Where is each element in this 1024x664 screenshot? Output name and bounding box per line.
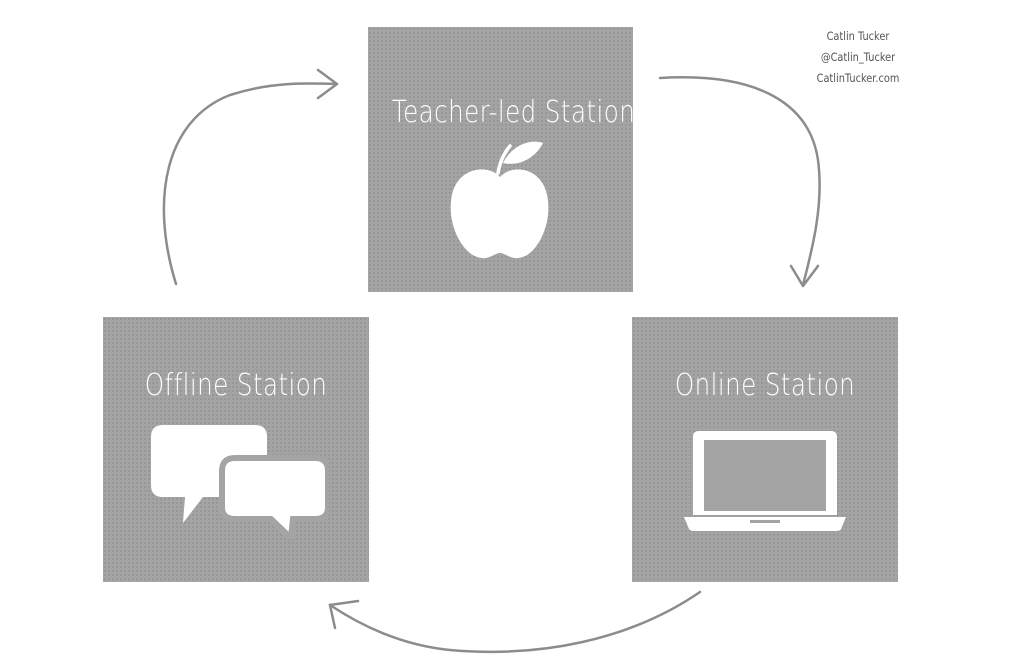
credit-site: CatlinTucker.com: [816, 71, 900, 85]
arrow-offline-to-teacher: [162, 68, 339, 286]
offline-station-title: Offline Station: [144, 368, 328, 403]
online-station-title: Online Station: [674, 368, 856, 403]
credit-name: Catlin Tucker: [826, 29, 890, 43]
apple-icon: [450, 141, 549, 259]
online-station: Online Station: [632, 317, 898, 582]
laptop-icon: [684, 431, 846, 531]
offline-station: Offline Station: [103, 317, 369, 582]
teacher-led-station: Teacher-led Station: [368, 27, 636, 292]
author-credit: Catlin Tucker @Catlin_Tucker CatlinTucke…: [800, 26, 916, 89]
credit-handle: @Catlin_Tucker: [820, 50, 896, 64]
arrow-online-to-offline: [328, 590, 702, 654]
chat-bubbles-icon: [151, 425, 329, 539]
teacher-led-station-title: Teacher-led Station: [391, 95, 636, 130]
arrow-teacher-to-online: [658, 76, 821, 288]
